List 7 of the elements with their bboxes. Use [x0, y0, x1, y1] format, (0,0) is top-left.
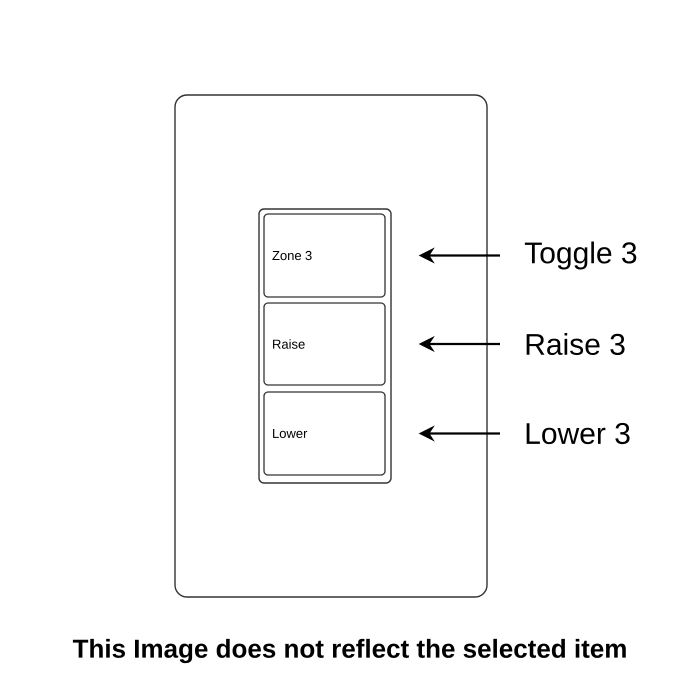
function-label: Toggle 3: [524, 242, 636, 270]
caption: This Image does not reflect the selected item: [72, 638, 626, 664]
function-label: Lower 3: [526, 422, 630, 444]
keypad-button: Raise: [263, 302, 386, 386]
function-label: Raise 3: [526, 332, 625, 356]
keypad-button: Lower: [263, 391, 386, 476]
keypad-button: Zone 3: [263, 213, 386, 298]
